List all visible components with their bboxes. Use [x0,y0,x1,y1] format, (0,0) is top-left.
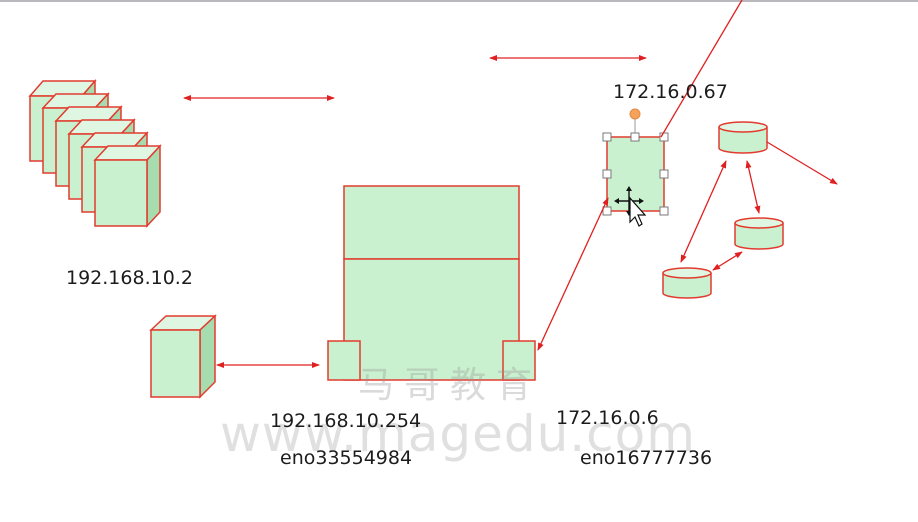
watermark-url: www.magedu.com [220,405,696,463]
arrow-db-bottom [712,251,743,271]
router-outer-iface-label: eno16777736 [580,447,713,469]
top-border [0,0,918,2]
connection-arrows [183,0,838,368]
arrow-server-external [660,0,743,138]
server-node[interactable] [602,108,669,216]
router-inner-ip-label: 192.168.10.254 [270,410,422,432]
router-inner-iface-label: eno33554984 [280,447,413,469]
database [718,121,768,154]
arrow-router-server [537,197,609,351]
arrow-db-right [745,160,761,214]
client-host-stack [28,78,162,228]
client-ip-label: 192.168.10.2 [66,267,193,289]
router [327,185,536,381]
client-host [93,144,162,228]
router-outer-ip-label: 172.16.0.6 [556,407,659,429]
arrow-db-outbound [766,141,838,185]
router-port-outer [502,340,536,381]
server-ip-label: 172.16.0.67 [613,81,728,103]
database [734,217,784,250]
router-port-inner [327,340,361,381]
router-top-section [343,185,520,260]
database-cluster [662,121,784,299]
router-bottom-section [343,258,520,381]
watermark-chinese: 马哥教育 [358,365,543,406]
cursor-move-icon [614,186,647,227]
arrow-db-left [680,160,727,263]
database [662,267,712,299]
rotate-handle[interactable] [629,108,641,120]
client-host-single [149,314,217,399]
